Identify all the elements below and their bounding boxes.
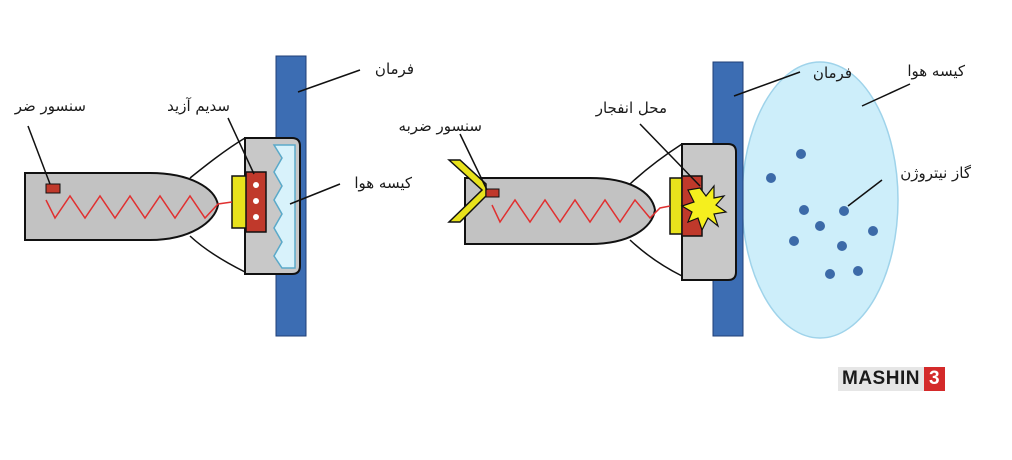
left-wire: [45, 194, 233, 220]
right-inflator-body: [464, 177, 657, 245]
right-leader-gas: [847, 179, 883, 207]
gas-dot: [868, 226, 878, 236]
right-crash-sensor: [485, 188, 500, 198]
label-right-crash-sensor: سنسور ضربه: [398, 117, 482, 135]
right-leader-airbag: [861, 83, 911, 107]
left-azide-pellet: [253, 182, 259, 188]
right-wire: [491, 198, 671, 224]
right-diagram: [447, 61, 911, 339]
left-leader-wheel: [297, 69, 361, 93]
label-left-steering-wheel: فرمان: [374, 60, 414, 78]
left-folded-airbag: [272, 144, 296, 269]
gas-dot: [799, 205, 809, 215]
right-leader-sensor: [459, 133, 488, 191]
right-leader-ignition: [639, 123, 701, 187]
left-azide-pellet: [253, 214, 259, 220]
label-right-nitrogen-gas: گاز نیتروژن: [900, 164, 971, 182]
left-leader-azide: [227, 117, 255, 175]
mashin3-logo: MASHIN 3: [838, 367, 945, 391]
label-left-airbag: کیسه هوا: [354, 174, 412, 192]
gas-dot: [839, 206, 849, 216]
right-neck-upper: [629, 143, 683, 185]
logo-text: MASHIN: [838, 367, 924, 391]
gas-dot: [837, 241, 847, 251]
left-leader-sensor: [27, 125, 51, 185]
left-azide-pellet: [253, 198, 259, 204]
logo-number: 3: [923, 367, 945, 391]
label-right-ignition-point: محل انفجار: [595, 99, 667, 117]
label-left-crash-sensor: سنسور ضر: [14, 97, 86, 115]
gas-dot: [766, 173, 776, 183]
left-crash-sensor: [45, 183, 61, 194]
left-inflator-body: [24, 172, 220, 241]
label-right-airbag: کیسه هوا: [907, 62, 965, 80]
right-explosion-burst: [680, 184, 728, 232]
right-neck-lower: [629, 239, 683, 277]
left-leader-airbag: [289, 183, 341, 205]
right-inflated-airbag: [741, 61, 899, 339]
right-leader-wheel: [733, 71, 801, 97]
left-neck-lower: [189, 235, 246, 273]
gas-dot: [796, 149, 806, 159]
gas-dot: [825, 269, 835, 279]
gas-dot: [853, 266, 863, 276]
gas-dot: [789, 236, 799, 246]
label-left-sodium-azide: سدیم آزید: [167, 97, 230, 115]
left-diagram: [24, 55, 361, 337]
right-impact-sensor: [447, 159, 487, 223]
label-right-steering-wheel: فرمان: [812, 64, 852, 82]
left-neck-upper: [189, 137, 246, 179]
gas-dot: [815, 221, 825, 231]
right-propellant: [669, 177, 683, 235]
